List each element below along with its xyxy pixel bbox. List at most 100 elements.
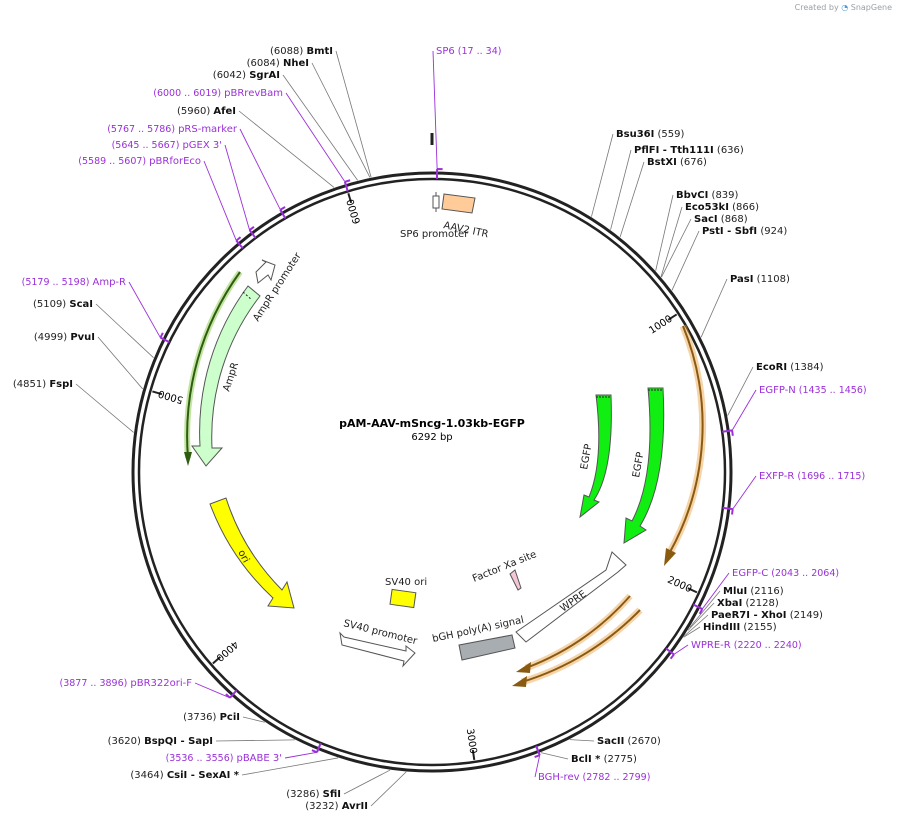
tick-mark-5000 [152,390,163,396]
primer-label: BGH-rev (2782 .. 2799) [538,772,650,783]
primer-range: (5645 .. 5667) [112,140,183,151]
enzyme-name: EcoRI [756,362,787,373]
primer-range: (3877 .. 3896) [60,678,131,689]
enzyme-label: PasI (1108) [730,274,790,285]
enzyme-pos: (2149) [787,610,824,621]
leader-12 [661,218,692,278]
enzyme-label: BbvCI (839) [676,190,739,201]
leader-20 [569,739,595,742]
primer-leader-6 [731,389,757,431]
enzyme-label: (3286) SfiI [286,789,341,800]
enzyme-name: PasI [730,274,753,285]
primer-label: (5179 .. 5198) Amp-R [22,277,126,288]
primer-arrow-10 [534,754,541,759]
leader-6 [75,383,134,433]
orange-arrow-lower-1-head [516,662,531,673]
enzyme-label: PaeR7I - XhoI (2149) [711,610,823,621]
primer-arrow-8 [698,608,704,615]
egfp-arrow-1 [579,394,612,519]
leader-9 [619,161,645,238]
enzyme-pos: (2775) [600,754,637,765]
primer-mark-2 [279,209,287,219]
orange-arrow-lower-2 [521,609,641,683]
primer-mark-10 [535,745,541,756]
enzyme-name-2: - SexAI * [187,770,239,781]
enzyme-name: PflFI [634,145,659,156]
orange-arrow-right [669,325,704,553]
enzyme-label: Bsu36I (559) [616,129,685,140]
enzyme-pos: (1384) [787,362,824,373]
ampr-promoter-label: AmpR promoter [251,250,304,323]
leader-7 [591,133,614,217]
aav2-itr-box [441,193,476,214]
enzyme-pos: (5960) [177,106,213,117]
enzyme-name: AfeI [213,106,236,117]
enzyme-name: BclI * [571,754,601,765]
enzyme-pos: (868) [718,214,748,225]
primer-arrow-1 [344,179,351,183]
enzyme-pos: (839) [708,190,738,201]
primer-name: EGFP-C [732,568,768,579]
primer-range: (2220 .. 2240) [731,640,802,651]
orange-arrow-right-head [664,548,676,566]
primer-mark-3 [248,229,257,239]
primer-leader-7 [732,475,757,510]
backbone-outer-ring [131,171,733,773]
sv40-ori-box [389,588,417,609]
primer-label: WPRE-R (2220 .. 2240) [691,640,802,651]
primer-arrow-2 [279,206,286,211]
enzyme-name: PaeR7I [711,610,750,621]
primer-range: (2782 .. 2799) [580,772,651,783]
enzyme-label: BstXI (676) [647,157,707,168]
leader-25 [343,769,391,795]
sv40-ori-label: SV40 ori [385,577,427,588]
primer-leader-8 [701,572,730,610]
primer-name: pBR322ori-F [130,678,192,689]
tick-label-2000: 2000 [666,575,694,596]
primer-range: (5589 .. 5607) [78,156,149,167]
snapgene-credit: Created by ◔ SnapGene [795,3,892,12]
leader-4 [95,303,154,359]
tick-mark-6000 [347,192,353,204]
enzyme-pos: (636) [714,145,744,156]
enzyme-name-2: - SbfI [724,226,758,237]
enzyme-label: (3620) BspQI - SapI [108,736,213,747]
primer-label: SP6 (17 .. 34) [436,46,501,57]
enzyme-name: ScaI [69,299,93,310]
primer-name: WPRE-R [691,640,731,651]
primer-leader-4 [203,160,237,241]
primer-name: BGH-rev [538,772,580,783]
primer-range: (2043 .. 2064) [768,568,839,579]
egfp-label-1: EGFP [579,443,594,470]
factor-xa-label: Factor Xa site [471,549,538,585]
ori-feature [209,497,295,609]
primer-label: (5645 .. 5667) pGEX 3' [112,140,222,151]
primer-label: EXFP-R (1696 .. 1715) [759,471,865,482]
leader-3 [238,110,335,188]
enzyme-name: BspQI [144,736,177,747]
enzyme-name: Eco53kI [685,202,729,213]
enzyme-name-2: - XhoI [750,610,787,621]
tick-label-6000: 6000 [345,198,363,226]
enzyme-pos: (2116) [747,586,784,597]
plasmid-name: pAM-AAV-mSncg-1.03kb-EGFP [339,417,525,430]
leader-14 [700,278,728,338]
enzyme-name: SfiI [323,789,341,800]
primer-label: (5589 .. 5607) pBRforEco [78,156,201,167]
leader-5 [97,336,143,390]
enzyme-pos: (2128) [742,598,779,609]
primer-arrow-9 [669,653,675,660]
primer-mark-1 [343,181,349,192]
primer-name: pBRrevBam [224,88,283,99]
bgh-polya-box [458,634,516,661]
primer-label: EGFP-C (2043 .. 2064) [732,568,839,579]
enzyme-pos: (3286) [286,789,322,800]
enzyme-label: HindIII (2155) [703,622,777,633]
site-labels: (6088) BmtI(6084) NheI(6042) SgrAI(5960)… [13,46,867,812]
enzyme-name-2: - Tth111I [659,145,713,156]
enzyme-label: PstI - SbfI (924) [702,226,787,237]
primer-mark-11 [316,742,322,753]
wpre-feature [515,551,627,643]
leader-8 [610,149,632,230]
ampr-label: AmpR [221,361,241,393]
